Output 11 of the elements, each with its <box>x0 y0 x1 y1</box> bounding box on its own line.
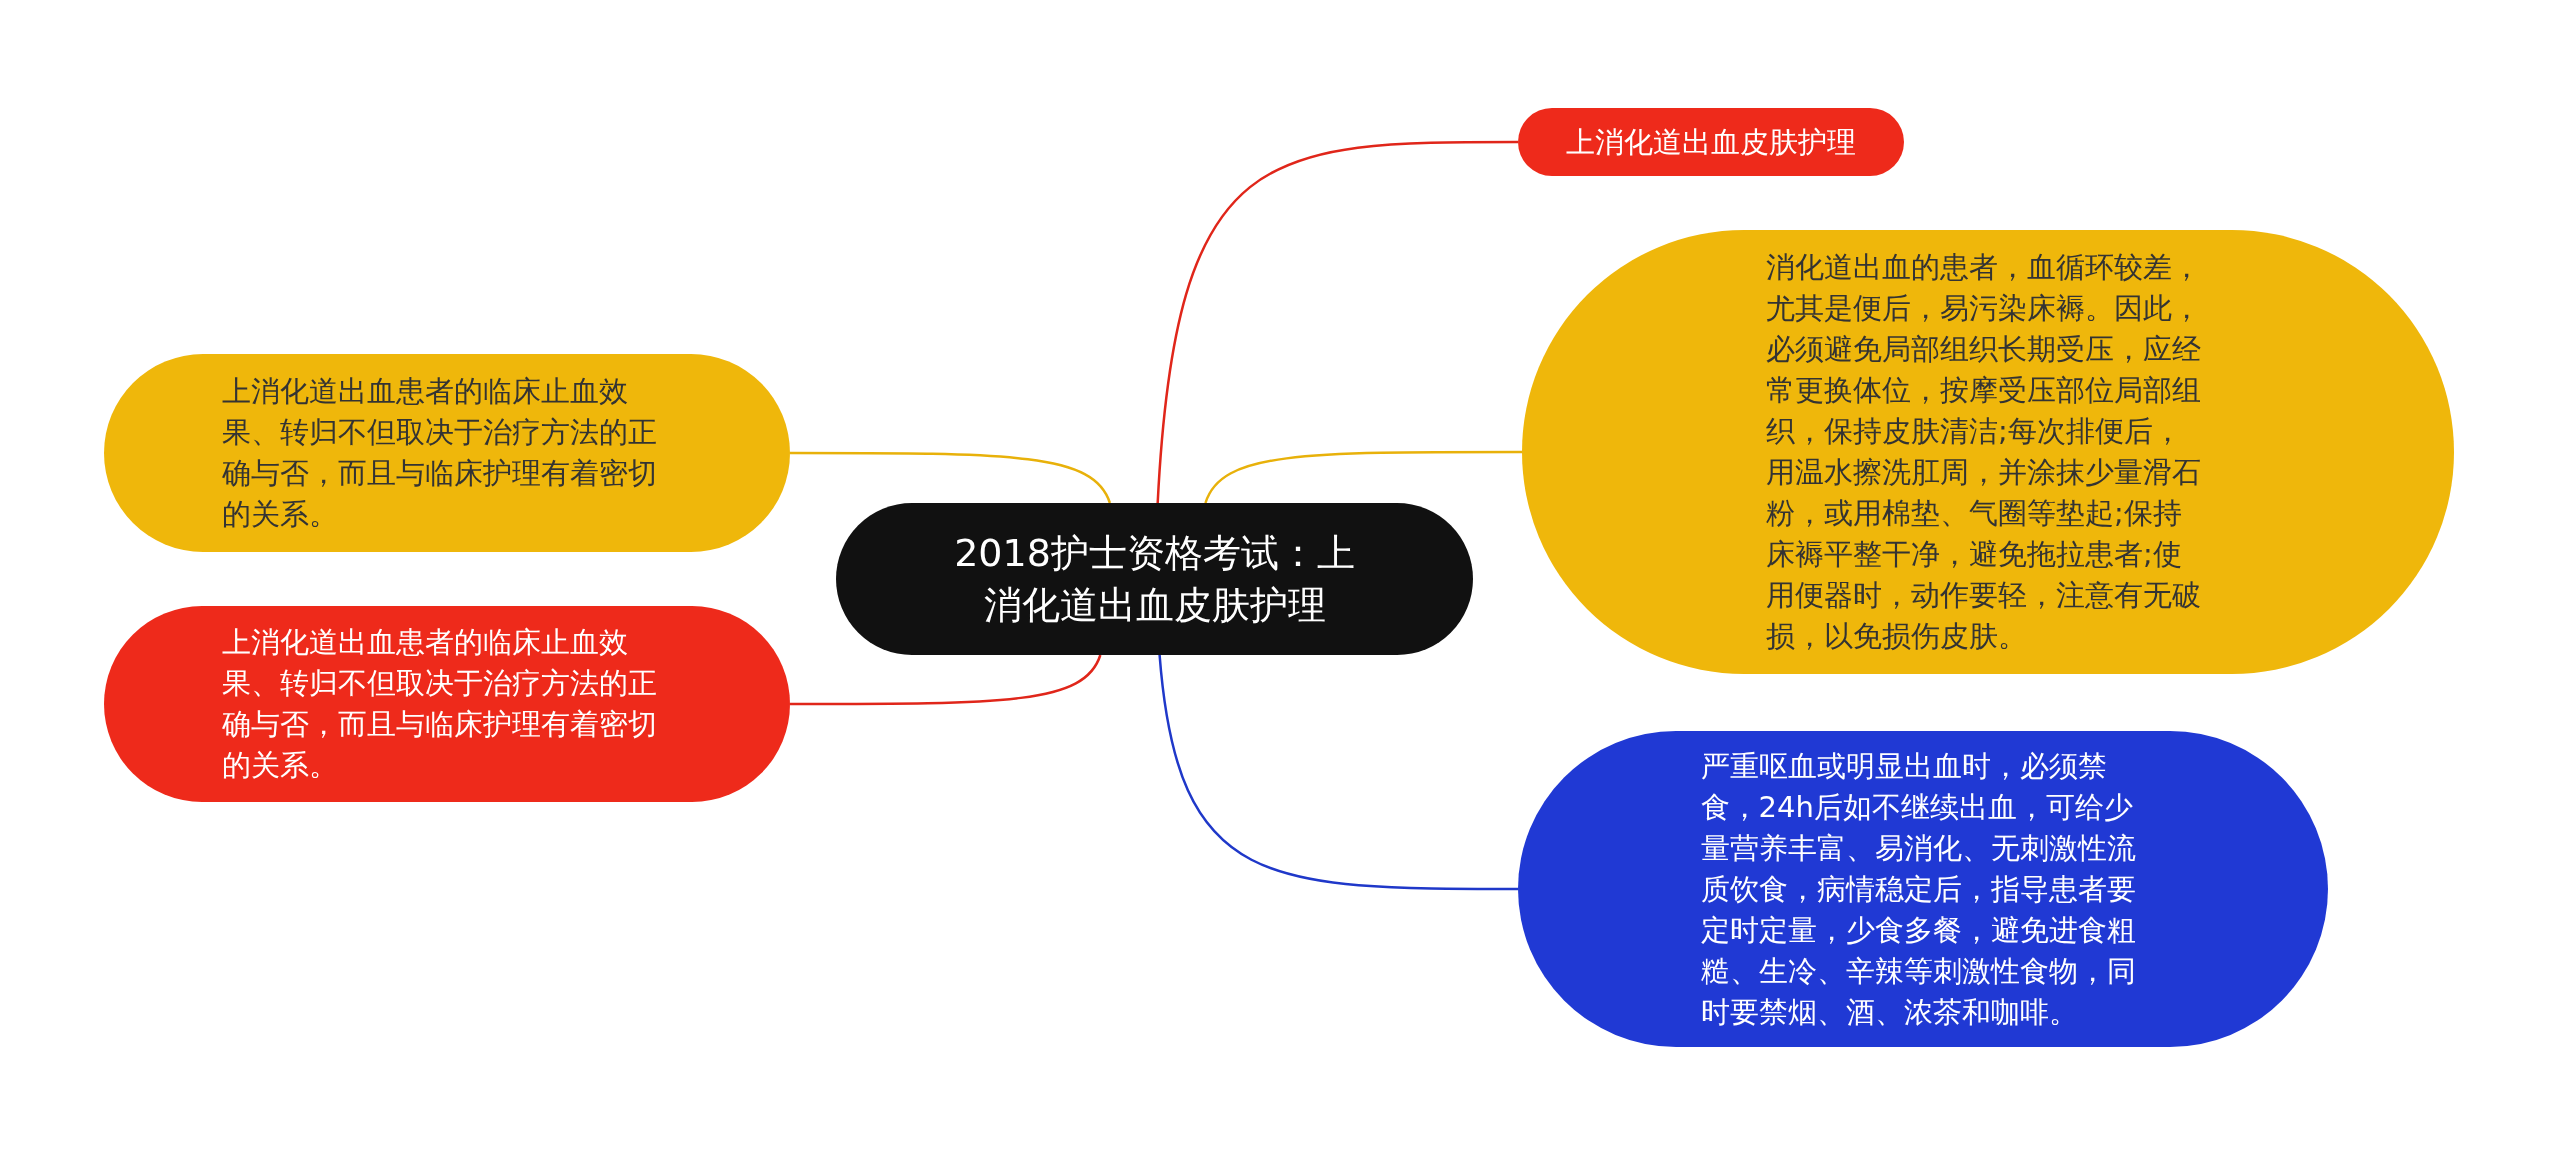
connector-line <box>1158 654 1518 891</box>
connector-line <box>790 451 1112 504</box>
connector-line <box>790 654 1102 706</box>
node-text: 消化道出血的患者，血循环较差，尤其是便后，易污染床褥。因此，必须避免局部组织长期受压，应经常更换体位，按摩受压部位局部组织，保持皮肤清洁;每次排便后，用温水擦洗肛周，并涂抹少量滑石粉，或用棉垫、气圈等垫起;保持床褥平整干净，避免拖拉患者;使用便器时，动作要轻，注意有无破损，以免损伤皮肤。 <box>1766 249 2202 655</box>
node-text: 上消化道出血患者的临床止血效果、转归不但取决于治疗方法的正确与否，而且与临床护理有着密切的关系。 <box>222 373 658 533</box>
node-text: 上消化道出血皮肤护理 <box>1565 124 1857 161</box>
node-text: 上消化道出血患者的临床止血效果、转归不但取决于治疗方法的正确与否，而且与临床护理有着密切的关系。 <box>222 624 658 784</box>
node-text: 严重呕血或明显出血时，必须禁食，24h后如不继续出血，可给少量营养丰富、易消化、无刺激性流质饮食，病情稳定后，指导患者要定时定量，少食多餐，避免进食粗糙、生冷、辛辣等刺激性食物，同时要禁烟、酒、浓茶和咖啡。 <box>1700 747 2137 1031</box>
connector-line <box>1204 450 1522 504</box>
node-text: 2018护士资格考试：上消化道出血皮肤护理 <box>953 530 1356 629</box>
connector-line <box>1156 140 1518 504</box>
